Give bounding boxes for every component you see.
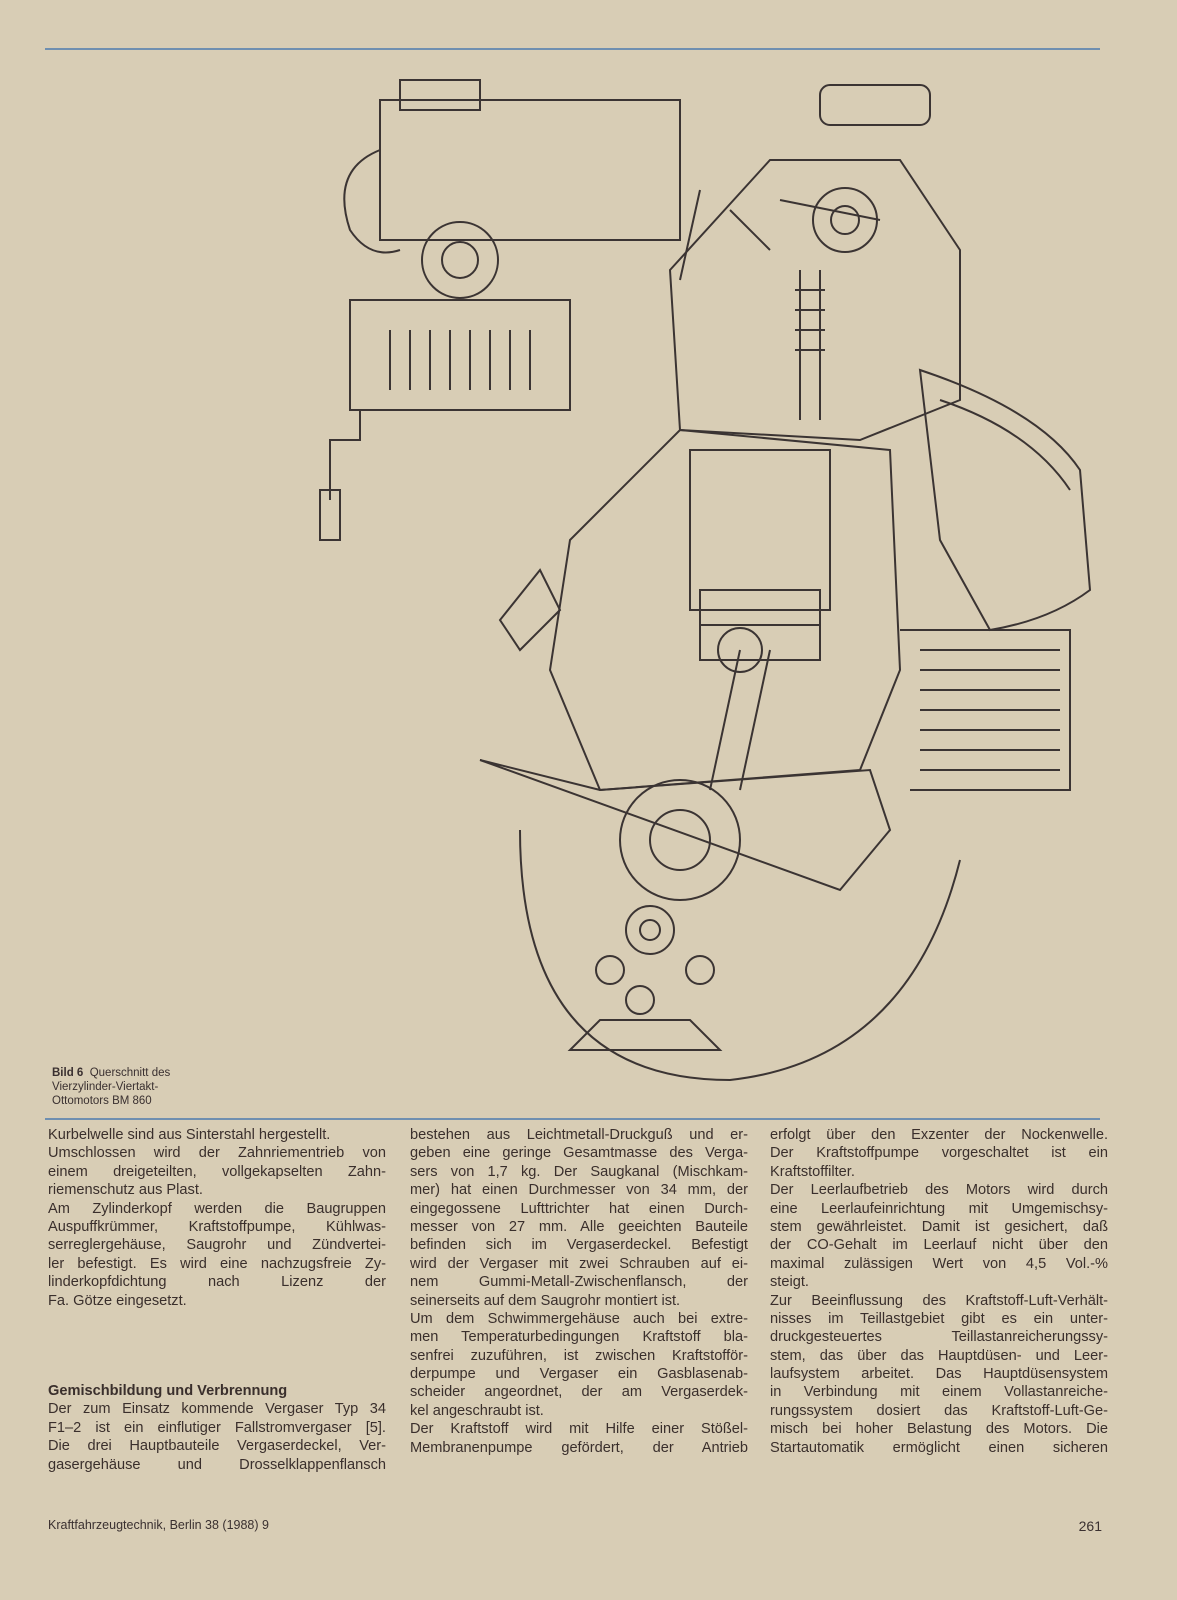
text-line: kel angeschraubt ist. [410, 1402, 544, 1419]
cylinder-head [668, 84, 961, 442]
text-line: mer) hat einen Durchmesser von 34 mm, de… [410, 1182, 748, 1199]
text-line: ler befestigt. Es wird eine nachzugsfrei… [48, 1255, 386, 1272]
text-line: riemenschutz aus Plast. [48, 1182, 203, 1199]
text-column-1: Kurbelwelle sind aus Sinterstahl hergest… [48, 1126, 386, 1310]
text-line: Der Kraftstoffpumpe vorgeschaltet ist ei… [770, 1145, 1108, 1162]
text-line: men Temperaturbedingungen Kraftstoff bla… [410, 1329, 748, 1346]
text-line: Der Kraftstoff wird mit Hilfe einer Stöß… [410, 1421, 748, 1438]
page-number: 261 [1078, 1518, 1102, 1534]
text-line: nisses im Teillastgebiet gibt es ein unt… [770, 1310, 1108, 1327]
text-line: erfolgt über den Exzenter der Nockenwell… [770, 1127, 1108, 1143]
text-line: maximal zulässigen Wert von 4,5 Vol.-% [770, 1255, 1108, 1272]
text-line: scheider angeordnet, der am Vergaserdek- [410, 1384, 748, 1401]
text-line: Zur Beeinflussung des Kraftstoff-Luft-Ve… [770, 1292, 1108, 1309]
text-line: stem gewährleistet. Damit ist gesichert,… [770, 1218, 1108, 1235]
crankcase [479, 759, 961, 1082]
text-line: der CO-Gehalt im Leerlauf nicht über den [770, 1237, 1108, 1254]
text-line: in Verbindung mit einem Vollastanreiche- [770, 1384, 1108, 1401]
text-line: Kraftstoffilter. [770, 1163, 855, 1180]
middle-rule [45, 1118, 1100, 1120]
text-line: wird der Vergaser mit zwei Schrauben auf… [410, 1255, 748, 1272]
text-line: derpumpe und Vergaser ein Gasblasenab- [410, 1366, 748, 1383]
text-line: Der Leerlaufbetrieb des Motors wird durc… [770, 1182, 1108, 1199]
top-rule [45, 48, 1100, 50]
text-line: befinden sich im Vergaserdeckel. Befesti… [410, 1237, 748, 1254]
text-line: Am Zylinderkopf werden die Baugruppen [48, 1200, 386, 1217]
text-column-3: erfolgt über den Exzenter der Nockenwell… [770, 1126, 1108, 1457]
text-line: gasergehäuse und Drosselklappenflansch [48, 1456, 386, 1473]
text-column-2: bestehen aus Leichtmetall-Druckguß und e… [410, 1126, 748, 1457]
text-column-1-section: Gemischbildung und Verbrennung Der zum E… [48, 1382, 386, 1474]
section-heading: Gemischbildung und Verbrennung [48, 1383, 288, 1399]
text-line: sers von 1,7 kg. Der Saugkanal (Mischkam… [410, 1163, 748, 1180]
text-line: nem Gummi-Metall-Zwischenflansch, der [410, 1274, 748, 1291]
figure-caption: Bild 6 Querschnitt des Vierzylinder-Vier… [52, 1067, 171, 1107]
text-line: laufsystem arbeitet. Das Hauptdüsensyste… [770, 1366, 1108, 1383]
text-line: steigt. [770, 1274, 809, 1291]
text-line: Umschlossen wird der Zahnriementrieb von [48, 1145, 386, 1162]
text-line: rungssystem dosiert das Kraftstoff-Luft-… [770, 1402, 1108, 1419]
text-line: senfrei zuzuführen, ist zwischen Kraftst… [410, 1347, 748, 1364]
text-line: stem, das über das Hauptdüsen- und Leer- [770, 1347, 1108, 1364]
text-line: misch bei hoher Belastung des Motors. Di… [770, 1421, 1108, 1438]
text-line: serreglergehäuse, Saugrohr und Zündverte… [48, 1237, 386, 1254]
carburetor [319, 79, 681, 541]
text-line: Der zum Einsatz kommende Vergaser Typ 34 [48, 1401, 386, 1418]
text-line: Fa. Götze eingesetzt. [48, 1292, 187, 1309]
text-line: messer von 27 mm. Alle geeichten Bauteil… [410, 1218, 748, 1235]
text-line: bestehen aus Leichtmetall-Druckguß und e… [410, 1127, 748, 1143]
journal-footer: Kraftfahrzeugtechnik, Berlin 38 (1988) 9 [48, 1518, 269, 1532]
text-line: Auspuffkrümmer, Kraftstoffpumpe, Kühlwas… [48, 1218, 386, 1235]
text-line: Membranenpumpe gefördert, der Antrieb [410, 1439, 748, 1456]
text-line: F1–2 ist ein einflutiger Fallstromvergas… [48, 1419, 386, 1436]
text-line: eingegossene Lufttrichter hat einen Durc… [410, 1200, 748, 1217]
text-line: seinerseits auf dem Saugrohr montiert is… [410, 1292, 681, 1309]
text-line: Startautomatik ermöglicht einen sicheren [770, 1439, 1108, 1456]
engine-cross-section-drawing [319, 79, 1092, 1082]
text-line: Um dem Schwimmergehäuse auch bei extre- [410, 1310, 748, 1327]
text-line: geben eine geringe Gesamtmasse des Verga… [410, 1145, 748, 1162]
text-line: eine Leerlaufeinrichtung mit Umgemischsy… [770, 1200, 1108, 1217]
figure-label: Bild 6 [52, 1067, 84, 1079]
text-line: einem dreigeteilten, vollgekapselten Zah… [48, 1163, 386, 1180]
text-line: druckgesteuertes Teillastanreicherungssy… [770, 1329, 1108, 1346]
exhaust-manifold [918, 368, 1092, 632]
text-line: Kurbelwelle sind aus Sinterstahl hergest… [48, 1127, 331, 1143]
text-line: Die drei Hauptbauteile Vergaserdeckel, V… [48, 1438, 386, 1455]
text-line: linderkopfdichtung nach Lizenz der [48, 1274, 386, 1291]
cylinder-block [498, 428, 1071, 792]
